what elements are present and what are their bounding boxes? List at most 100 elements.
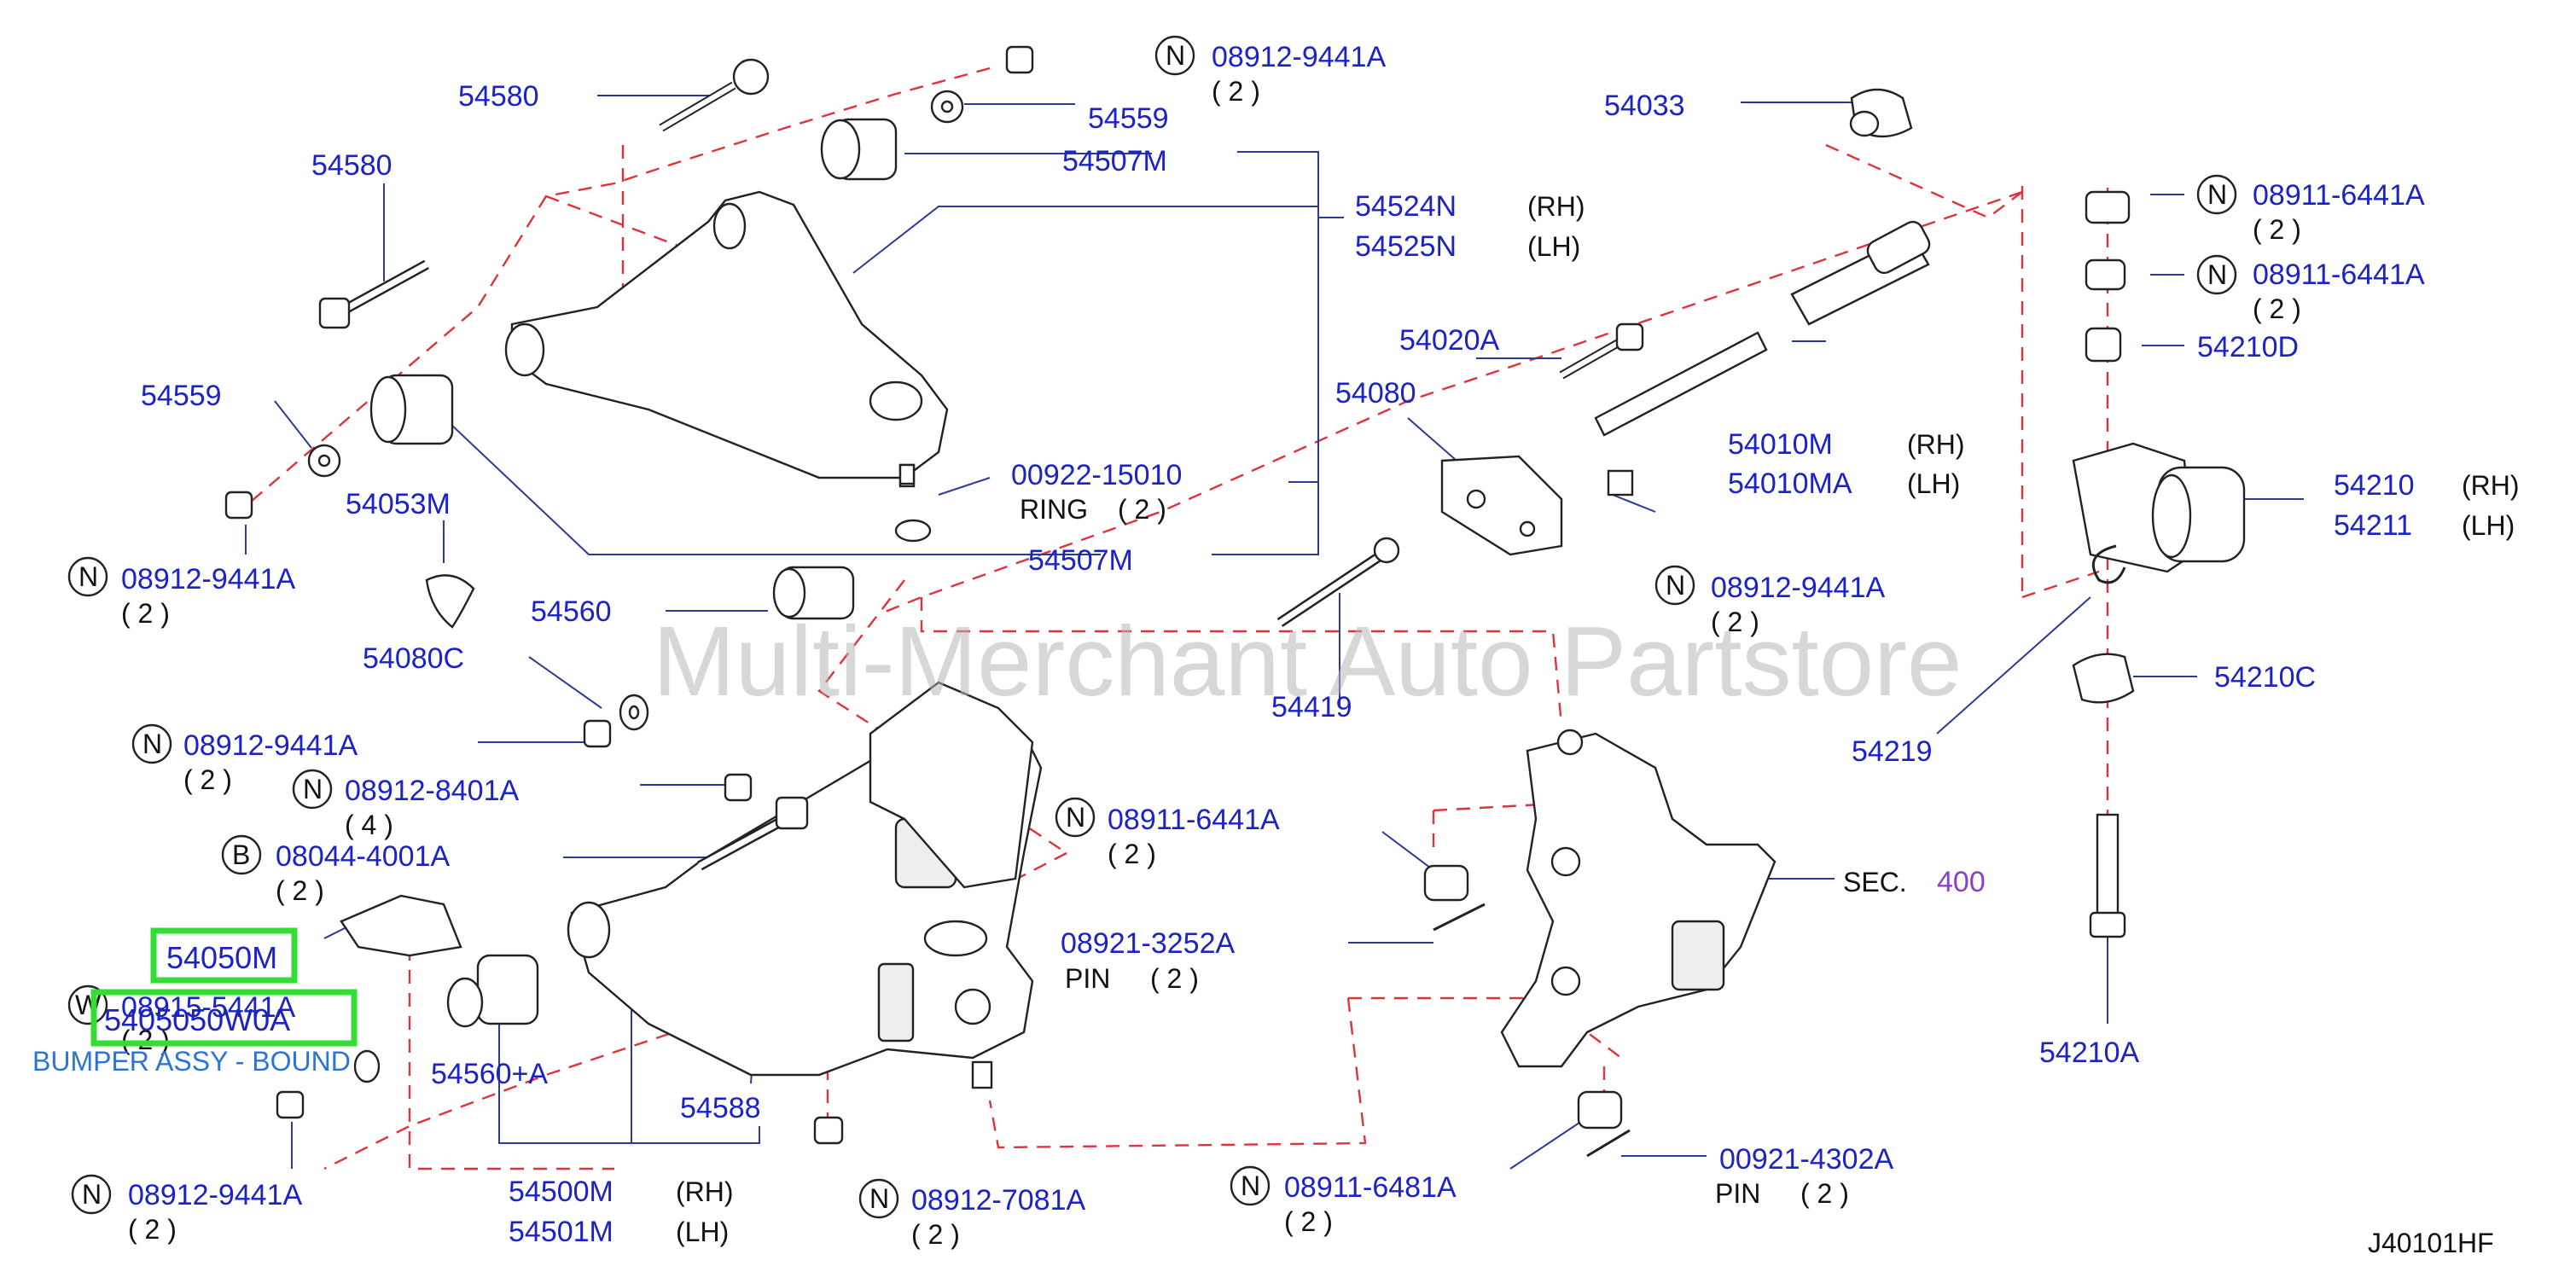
highlight-box-overlay	[90, 989, 358, 1047]
callout-part-number[interactable]: 08912-9441A	[1212, 41, 1387, 73]
stabilizer-bushing-54210	[2072, 442, 2246, 573]
diagram-code: J40101HF	[2368, 1228, 2494, 1258]
part-label[interactable]: 54501M	[509, 1216, 613, 1248]
nut-lower-left	[276, 1090, 305, 1119]
part-label[interactable]: 54080	[1335, 377, 1416, 409]
callout-qty: ( 2 )	[121, 1025, 170, 1055]
section-number[interactable]: 400	[1937, 866, 1986, 898]
part-label[interactable]: 54033	[1604, 90, 1685, 122]
part-label[interactable]: 08921-3252A	[1061, 927, 1236, 960]
part-label[interactable]: 54219	[1852, 735, 1933, 768]
callout-circle	[1230, 1165, 1271, 1206]
part-qty: ( 2 )	[1150, 963, 1199, 994]
callout-letter: N	[1066, 802, 1085, 833]
washer-54559-left	[307, 444, 341, 478]
callout-part-number[interactable]: 08915-5441A	[121, 991, 296, 1024]
part-label[interactable]: 54020A	[1399, 324, 1500, 357]
callout-part-number[interactable]: 08911-6481A	[1284, 1171, 1457, 1204]
clip-54219	[2091, 544, 2126, 584]
callout-part-number[interactable]: 08911-6441A	[2253, 179, 2425, 212]
callout-letter: N	[1666, 570, 1685, 601]
bumper-54050m	[340, 894, 462, 957]
part-label[interactable]: 54560+A	[431, 1058, 548, 1090]
part-label[interactable]: 54010MA	[1728, 467, 1852, 500]
part-label[interactable]: 54524N	[1355, 190, 1457, 223]
part-label[interactable]: 54560	[531, 595, 612, 628]
highlighted-part-number[interactable]: 54050M	[166, 940, 277, 975]
callout-letter: N	[1241, 1170, 1260, 1201]
upper-bolt-54580	[659, 58, 770, 132]
part-label[interactable]: 54507M	[1028, 544, 1133, 577]
callout-qty: ( 4 )	[345, 810, 393, 840]
callout-qty: ( 2 )	[2253, 293, 2301, 324]
part-label[interactable]: 54053M	[346, 488, 451, 520]
bump-stopper-54053m	[425, 574, 475, 629]
part-label[interactable]: 54559	[1088, 102, 1169, 135]
side-label: (RH)	[676, 1176, 734, 1207]
part-label[interactable]: 54080C	[363, 642, 464, 675]
callout-part-number[interactable]: 08912-8401A	[345, 775, 520, 807]
part-label[interactable]: 54210C	[2214, 661, 2316, 694]
highlight-box-part	[150, 927, 298, 984]
part-label[interactable]: 54525N	[1355, 230, 1457, 263]
nut-mid-right	[1607, 469, 1634, 497]
callout-letter: N	[82, 1179, 102, 1210]
rear-bracket-lower	[869, 681, 1034, 889]
callout-circle	[2196, 174, 2237, 215]
part-label[interactable]: 54210	[2334, 469, 2415, 502]
bushing-54053m	[369, 374, 454, 445]
part-label[interactable]: 54580	[311, 149, 393, 182]
circled-callouts: N 08912-9441A ( 2 ) N 08912-9441A ( 2 ) …	[67, 35, 2425, 1250]
callout-letter: N	[2207, 259, 2227, 290]
part-label[interactable]: 54211	[2334, 509, 2412, 542]
side-label: (RH)	[1907, 429, 1965, 460]
callout-part-number[interactable]: 08911-6441A	[2253, 258, 2425, 291]
part-label[interactable]: 54419	[1271, 691, 1352, 723]
part-desc: PIN	[1065, 963, 1110, 994]
part-label[interactable]: 54500M	[509, 1176, 613, 1208]
side-label: (LH)	[2462, 510, 2515, 541]
callout-qty: ( 2 )	[1108, 839, 1156, 869]
part-desc: RING	[1020, 494, 1088, 525]
part-label[interactable]: 00922-15010	[1011, 459, 1182, 491]
highlighted-overlay-number[interactable]: 5405050W0A	[104, 1002, 290, 1037]
side-label: (LH)	[1527, 231, 1580, 262]
callout-circle	[2196, 254, 2237, 295]
callout-part-number[interactable]: 08912-7081A	[911, 1184, 1086, 1217]
part-label[interactable]: 54588	[680, 1092, 761, 1124]
callout-part-number[interactable]: 08912-9441A	[183, 729, 358, 762]
callout-circle	[67, 984, 108, 1025]
knuckle-sec-400	[1500, 729, 1776, 1068]
callout-qty: ( 2 )	[1284, 1206, 1333, 1237]
part-label[interactable]: 54559	[141, 380, 222, 412]
callout-circle	[67, 556, 108, 597]
callout-letter: N	[869, 1183, 889, 1214]
callout-qty: ( 2 )	[183, 764, 232, 795]
w-callout: W 08915-5441A ( 2 )	[67, 984, 296, 1055]
upper-control-arm	[504, 190, 949, 488]
nuts-stack-right	[2085, 190, 2131, 363]
part-label[interactable]: 54010M	[1728, 428, 1833, 461]
callout-part-number[interactable]: 08912-9441A	[128, 1179, 303, 1211]
part-labels: 54580 54580 54559 54559 54507M 54507M 54…	[141, 80, 2520, 1258]
part-desc: PIN	[1715, 1178, 1760, 1209]
callout-letter: N	[1166, 40, 1185, 71]
part-label[interactable]: 54210A	[2039, 1037, 2140, 1069]
callout-part-number[interactable]: 08911-6441A	[1108, 804, 1280, 836]
callout-circle	[1654, 565, 1695, 606]
callout-qty: ( 2 )	[911, 1219, 960, 1250]
part-label[interactable]: 54210D	[2197, 331, 2299, 363]
part-label[interactable]: 54507M	[1062, 145, 1167, 177]
callout-qty: ( 2 )	[128, 1214, 177, 1245]
bolt-08044-4001a	[697, 796, 809, 871]
callout-letter: N	[2207, 179, 2227, 210]
washer-54080c	[619, 694, 649, 731]
callout-part-number[interactable]: 08044-4001A	[276, 840, 451, 873]
nut-08911-6481a	[1577, 1090, 1631, 1158]
callout-part-number[interactable]: 08912-9441A	[121, 563, 296, 595]
nut-08912-8401a	[724, 773, 753, 802]
part-label[interactable]: 00921-4302A	[1719, 1143, 1894, 1176]
ball-joint-pin-top	[898, 463, 916, 485]
callout-part-number[interactable]: 08912-9441A	[1711, 572, 1886, 604]
part-label[interactable]: 54580	[458, 80, 539, 113]
